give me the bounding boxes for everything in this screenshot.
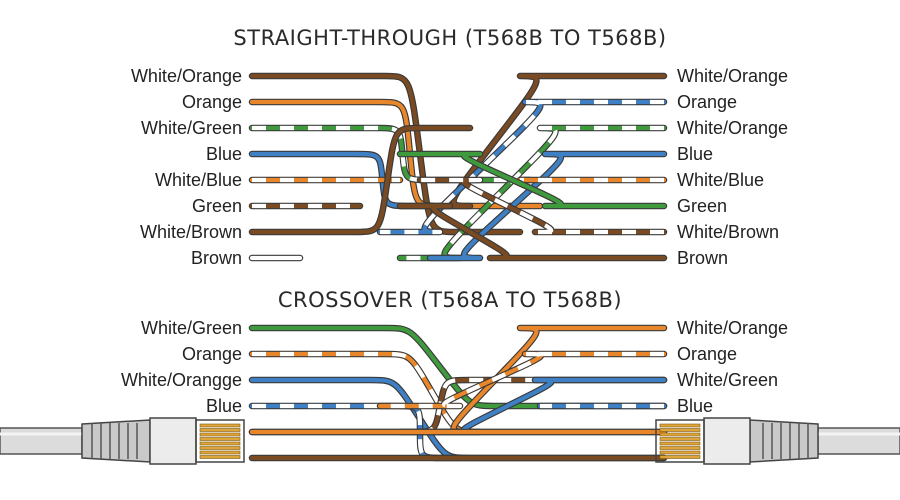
co-right-label-4: Blue	[677, 396, 714, 416]
st-right-label-2: Orange	[677, 92, 738, 112]
straight-through-title: STRAIGHT-THROUGH (T568B TO T568B)	[233, 26, 667, 50]
co-right-label-3: White/Green	[677, 370, 779, 390]
st-left-label-4: Blue	[205, 144, 242, 164]
st-right-label-3: White/Orange	[677, 118, 789, 138]
st-left-label-3: White/Green	[140, 118, 242, 138]
crossover-title: CROSSOVER (T568A TO T568B)	[277, 288, 623, 312]
co-wire-1	[248, 324, 668, 410]
st-wire-r6	[396, 150, 668, 210]
st-right-label-5: White/Blue	[677, 170, 765, 190]
st-left-label-5: White/Blue	[154, 170, 242, 190]
st-left-label-7: White/Brown	[139, 222, 242, 242]
st-wire-r8	[396, 202, 668, 262]
st-wire-7	[248, 124, 474, 236]
co-left-label-2: Orange	[181, 344, 242, 364]
st-right-label-7: White/Brown	[677, 222, 780, 242]
co-right-label-1: White/Orange	[677, 318, 789, 338]
co-left-label-1: White/Green	[140, 318, 242, 338]
st-left-label-6: Green	[191, 196, 242, 216]
st-left-label-1: White/Orange	[130, 66, 242, 86]
co-wire-r2	[376, 350, 668, 410]
st-right-label-8: Brown	[677, 248, 729, 268]
st-left-label-8: Brown	[190, 248, 242, 268]
st-right-label-4: Blue	[677, 144, 714, 164]
co-left-label-4: Blue	[205, 396, 242, 416]
st-right-label-1: White/Orange	[677, 66, 789, 86]
wire-layer	[248, 72, 668, 462]
st-wire-r1	[436, 72, 668, 210]
st-wire-r7	[416, 176, 668, 236]
right-rj45-connector	[655, 417, 900, 465]
st-right-label-6: Green	[677, 196, 728, 216]
co-right-label-2: Orange	[677, 344, 738, 364]
st-left-label-2: Orange	[181, 92, 242, 112]
st-wire-r3	[396, 124, 668, 262]
left-rj45-connector	[0, 417, 245, 465]
co-left-label-3: White/Orangge	[120, 370, 242, 390]
